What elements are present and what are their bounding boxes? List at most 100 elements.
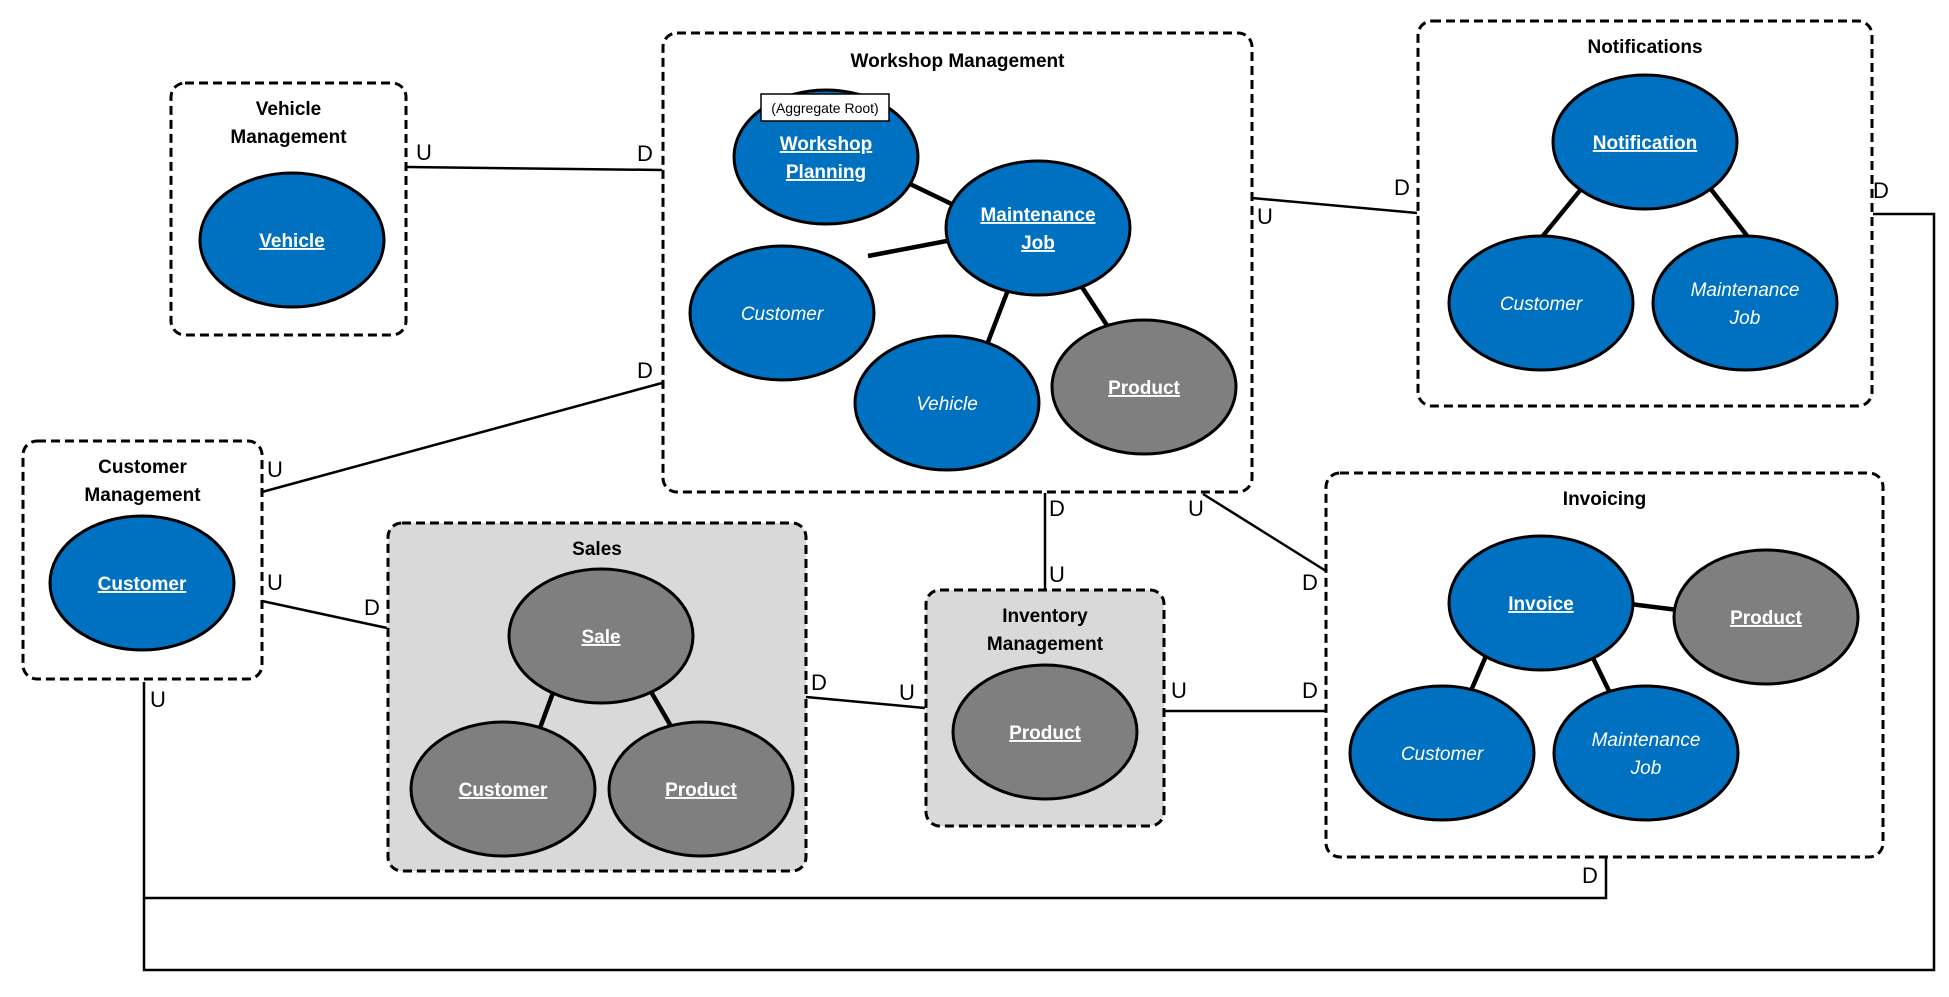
customer-reference-label-line: Customer [1500, 294, 1583, 315]
sales-context-title-line: Sales [572, 539, 622, 560]
aggregate-link [648, 688, 674, 730]
customer-reference-label: Customer [1500, 294, 1583, 315]
maintenance-job-reference [1651, 234, 1839, 372]
customer-reference [1348, 684, 1536, 822]
notification-entity-label-line: Notification [1593, 133, 1698, 154]
aggregate-link [867, 237, 953, 259]
customer-reference-label-line: Customer [1401, 744, 1484, 765]
upstream-marker: U [1171, 678, 1187, 703]
workshop-planning-entity-label-line: Planning [786, 162, 866, 183]
product-reference [607, 720, 795, 858]
customer-reference-label-line: Customer [459, 780, 548, 801]
downstream-marker: D [1302, 678, 1318, 703]
customer-reference-label: Customer [741, 304, 824, 325]
vehicle-entity-label: Vehicle [259, 231, 325, 252]
aggregate-link [1467, 655, 1489, 694]
invoicing-context-title: Invoicing [1563, 489, 1646, 510]
downstream-marker: D [1582, 863, 1598, 888]
customer-reference [1447, 234, 1635, 372]
upstream-marker: U [1257, 204, 1273, 229]
product-reference-label-line: Product [665, 780, 737, 801]
inventory-management-context-title-line: Inventory [1002, 606, 1088, 627]
upstream-marker: U [267, 457, 283, 482]
aggregate-link [1078, 282, 1112, 332]
notification-entity-label: Notification [1593, 133, 1698, 154]
context-relation-line [1202, 492, 1327, 573]
aggregate-link [1540, 186, 1584, 239]
invoice-entity-label-line: Invoice [1508, 594, 1573, 615]
sale-entity-label: Sale [581, 627, 620, 648]
sales-context-title: Sales [572, 539, 622, 560]
maintenance-job-reference-label-line: Maintenance [1691, 280, 1800, 301]
workshop-management-context-title-line: Workshop Management [851, 51, 1066, 72]
relation-lines [142, 165, 1936, 972]
vehicle-reference-label: Vehicle [916, 394, 978, 415]
aggregate-root-tag: (Aggregate Root) [760, 93, 890, 122]
maintenance-job-reference-label-line: Job [1630, 758, 1662, 779]
inventory-management-context-title-line: Management [987, 634, 1104, 655]
downstream-marker: D [1394, 175, 1410, 200]
product-reference [1672, 548, 1860, 686]
customer-reference-label: Customer [1401, 744, 1484, 765]
maintenance-job-entity [944, 159, 1132, 297]
notifications-context-title-line: Notifications [1587, 37, 1702, 58]
aggregate-root-tag-box [760, 93, 890, 122]
downstream-marker: D [364, 595, 380, 620]
vehicle-entity [198, 171, 386, 309]
aggregate-root-tag-text: (Aggregate Root) [771, 100, 878, 116]
notifications-context-title: Notifications [1587, 37, 1702, 58]
product-reference-label: Product [1730, 608, 1802, 629]
customer-management-context-title-line: Management [84, 485, 201, 506]
context-relation-line [142, 212, 1936, 972]
aggregate-link [1708, 186, 1750, 239]
customer-reference-label: Customer [459, 780, 548, 801]
downstream-marker: D [1873, 178, 1889, 203]
maintenance-job-entity-label-line: Maintenance [980, 205, 1095, 226]
context-relation-line [805, 695, 926, 710]
invoicing-context-title-line: Invoicing [1563, 489, 1646, 510]
upstream-marker: U [267, 570, 283, 595]
aggregate-link [1589, 655, 1613, 694]
notification-entity [1551, 73, 1739, 211]
sale-entity-label-line: Sale [581, 627, 620, 648]
downstream-marker: D [637, 358, 653, 383]
customer-reference-label-line: Customer [741, 304, 824, 325]
product-entity-label-line: Product [1009, 723, 1081, 744]
product-reference-label: Product [1108, 378, 1180, 399]
sale-entity [507, 567, 695, 705]
upstream-marker: U [1188, 496, 1204, 521]
maintenance-job-reference-label-line: Maintenance [1592, 730, 1701, 751]
aggregate-nodes [48, 73, 1860, 858]
invoice-entity-label: Invoice [1508, 594, 1573, 615]
maintenance-job-reference-label-line: Job [1729, 308, 1761, 329]
vehicle-management-context-title-line: Management [230, 127, 347, 148]
aggregate-link [537, 689, 557, 729]
aggregate-link [985, 289, 1011, 343]
customer-entity-label-line: Customer [98, 574, 187, 595]
product-entity-label: Product [1009, 723, 1081, 744]
customer-reference [409, 720, 597, 858]
context-relation-line [261, 381, 663, 494]
context-relation-line [406, 165, 663, 172]
context-relation-line [1251, 196, 1418, 215]
product-reference-label-line: Product [1108, 378, 1180, 399]
upstream-marker: U [416, 140, 432, 165]
aggregate-links [537, 180, 1750, 730]
product-entity [951, 663, 1139, 801]
upstream-marker: U [1049, 562, 1065, 587]
aggregate-link [1629, 601, 1679, 613]
upstream-marker: U [899, 680, 915, 705]
workshop-planning-entity-label-line: Workshop [780, 134, 873, 155]
invoice-entity [1447, 534, 1635, 672]
maintenance-job-reference [1552, 684, 1740, 822]
downstream-marker: D [1049, 496, 1065, 521]
